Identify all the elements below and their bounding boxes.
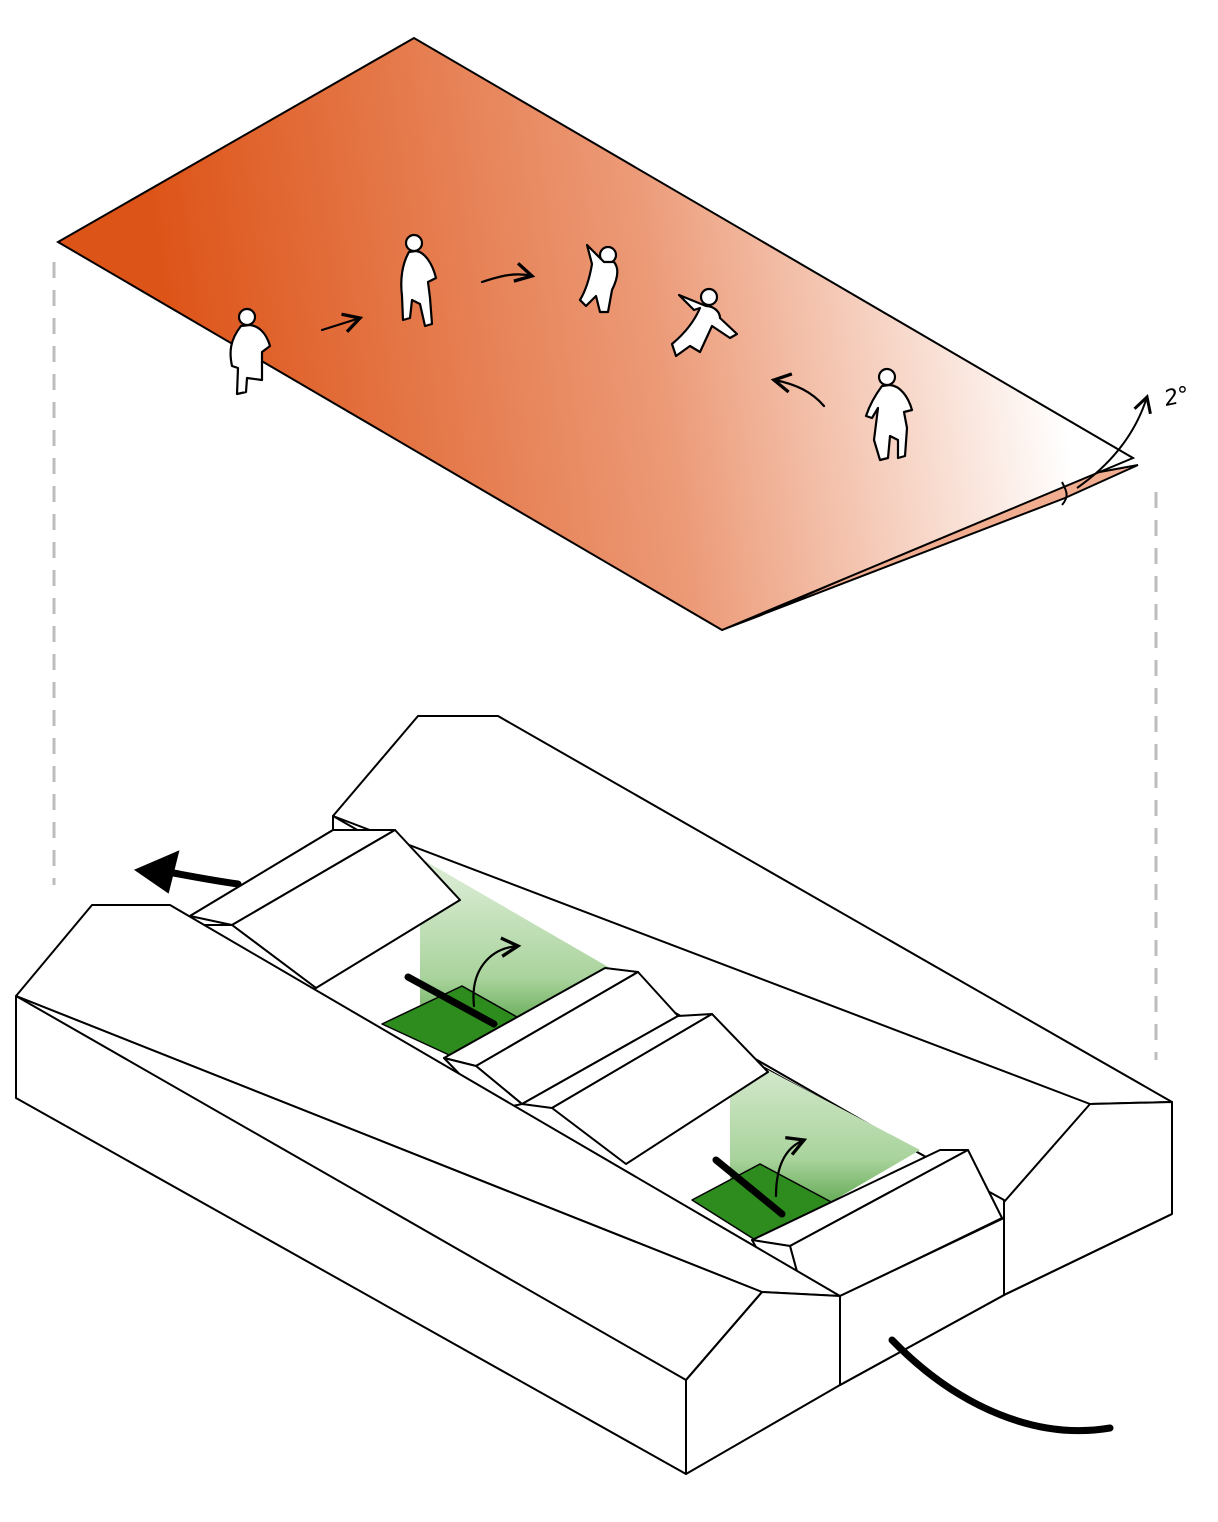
- person-jumping-icon: [578, 243, 619, 314]
- angle-arrow: [1061, 481, 1068, 506]
- building-block: [15, 715, 1173, 1475]
- roof-underside: [721, 464, 1139, 631]
- curved-up-arrow: [1076, 394, 1152, 489]
- angle-label: 2°: [1162, 382, 1192, 412]
- person-dancing-icon: [670, 287, 739, 358]
- slope-angle-indicator: 2°: [1061, 382, 1192, 506]
- access-arrows: [133, 850, 1114, 1435]
- person-standing-icon: [229, 307, 272, 396]
- front-wing-wall: [15, 995, 687, 1475]
- arrow-1: [320, 312, 364, 333]
- front-right-low-wall: [839, 1217, 1005, 1386]
- garden-2-arrow: [774, 1135, 808, 1198]
- unit-3-roof-right: [551, 1013, 769, 1165]
- person-walking-icon: [864, 367, 914, 462]
- person-walking-icon: [400, 233, 438, 328]
- movement-arrows: [320, 262, 826, 408]
- garden-1-path: [404, 973, 498, 1028]
- garden-arrows: [472, 936, 808, 1198]
- exit-arrow-head: [133, 850, 180, 894]
- back-wing-end-roof: [1003, 1101, 1173, 1296]
- roof-surface: [56, 36, 1136, 632]
- exit-arrow: [164, 868, 242, 888]
- roof-plane: [56, 36, 1139, 632]
- arrow-2: [480, 262, 536, 284]
- arrow-3: [770, 372, 826, 408]
- entry-path-line: [888, 1336, 1114, 1435]
- guide-lines: [52, 262, 1158, 1060]
- garden-2-path: [712, 1156, 786, 1218]
- garden-1-arrow: [472, 936, 522, 1008]
- roof-people: [229, 233, 914, 462]
- back-wing-roof: [332, 715, 1173, 1105]
